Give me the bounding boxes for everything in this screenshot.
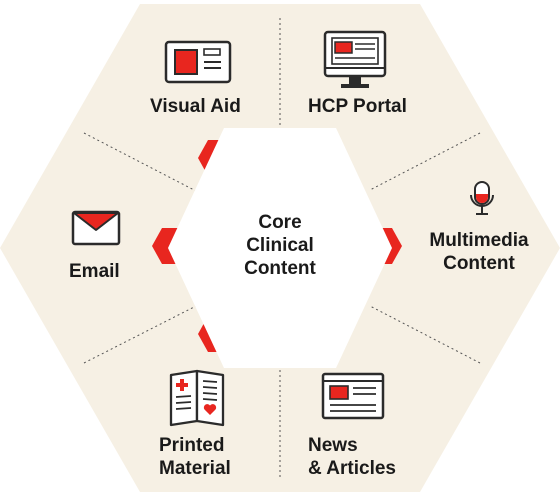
envelope-icon	[71, 210, 121, 246]
microphone-icon	[470, 181, 494, 215]
core-label-line-2: Clinical	[246, 235, 314, 256]
channel-label-visual-aid: Visual Aid	[150, 95, 241, 118]
multimedia-label-line-1: Multimedia	[429, 230, 529, 251]
email-label: Email	[69, 261, 120, 282]
monitor-icon	[323, 30, 387, 88]
news-label-line-2: & Articles	[308, 458, 396, 479]
visual-aid-card-icon	[164, 40, 232, 84]
section-dividers	[83, 18, 481, 480]
visual-aid-label: Visual Aid	[150, 96, 241, 117]
core-label: Core Clinical Content	[200, 211, 360, 280]
channel-label-printed: Printed Material	[159, 434, 231, 480]
divider-lower-right	[369, 305, 481, 364]
channel-label-news: News & Articles	[308, 434, 396, 480]
printed-label-line-1: Printed	[159, 435, 225, 456]
hcp-portal-label: HCP Portal	[308, 96, 407, 117]
divider-upper-left	[83, 132, 197, 192]
printed-label-line-2: Material	[159, 458, 231, 479]
channel-label-email: Email	[69, 260, 120, 283]
multimedia-label-line-2: Content	[443, 253, 515, 274]
channel-label-multimedia: Multimedia Content	[423, 229, 535, 275]
divider-upper-right	[369, 132, 481, 191]
divider-lower-left	[83, 305, 197, 364]
news-label-line-1: News	[308, 435, 358, 456]
brochure-icon	[169, 369, 225, 427]
core-label-line-1: Core	[258, 212, 302, 233]
news-page-icon	[321, 372, 385, 420]
channel-label-hcp-portal: HCP Portal	[308, 95, 407, 118]
core-label-line-3: Content	[244, 258, 316, 279]
core-hexagon	[168, 128, 392, 368]
